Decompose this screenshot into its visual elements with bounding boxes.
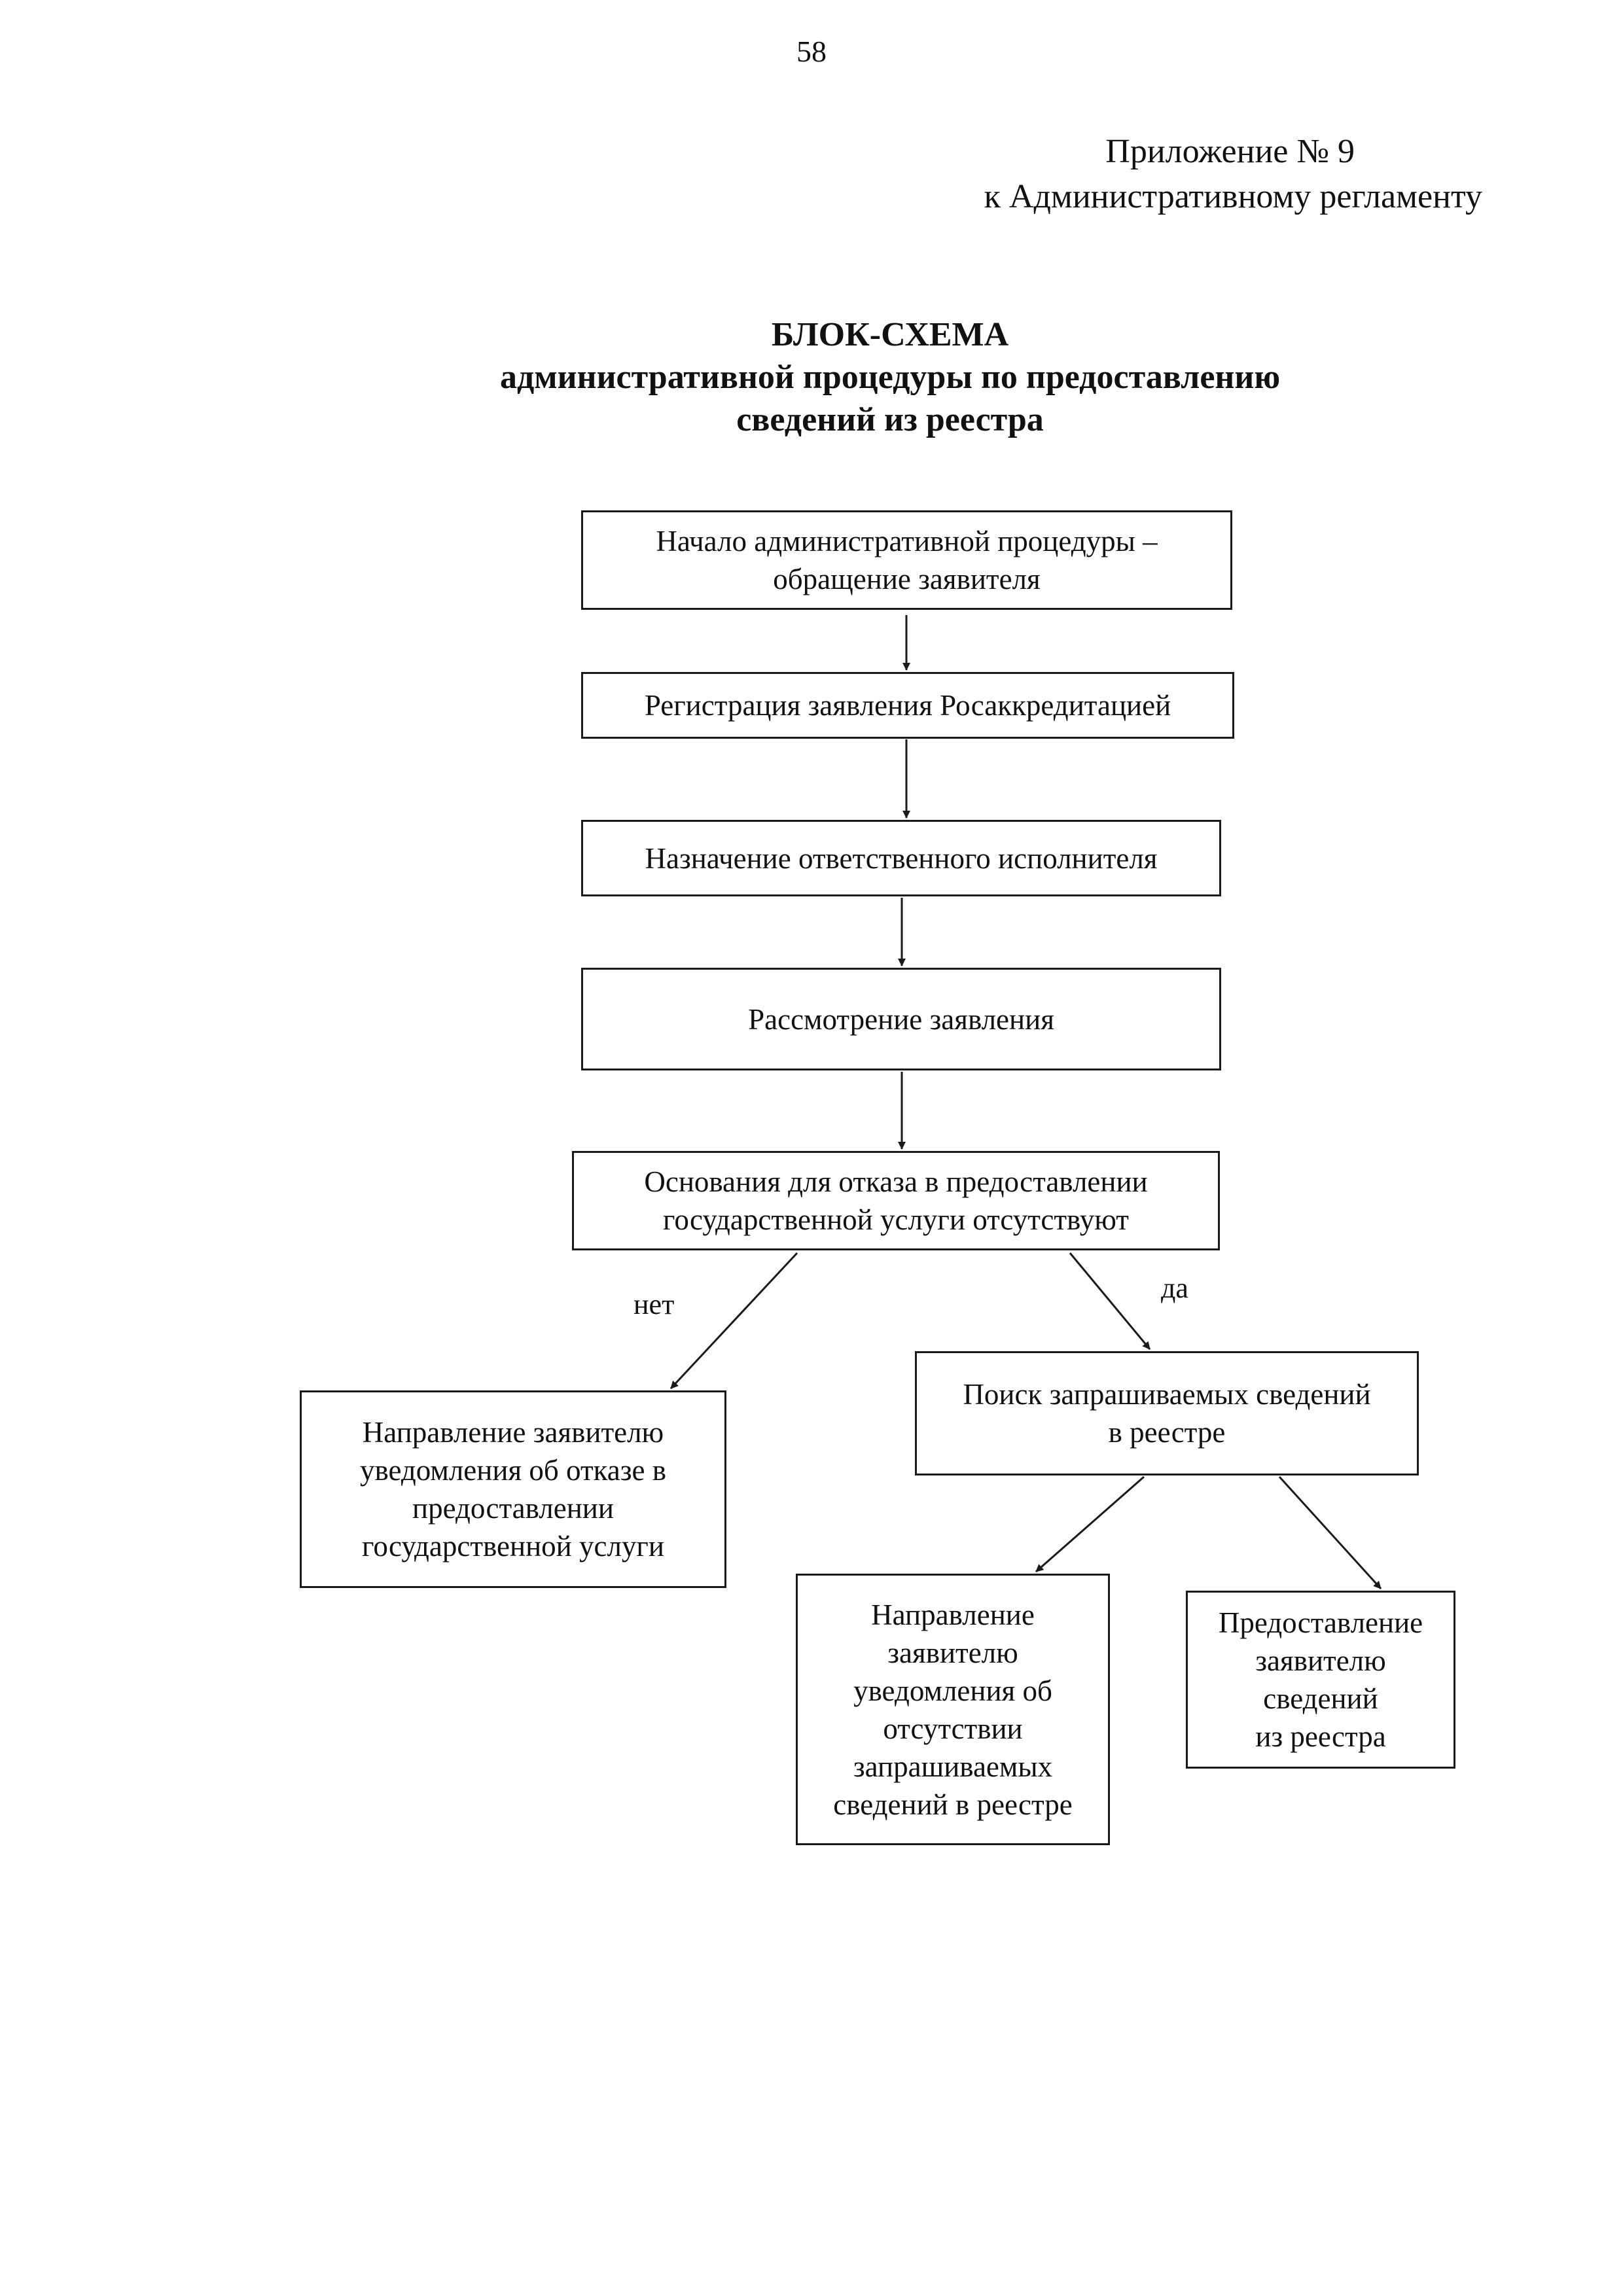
node-decision: Основания для отказа в предоставлении го… [572, 1151, 1220, 1250]
page-number: 58 [796, 35, 827, 68]
arrow-search-to-provide [1278, 1475, 1382, 1590]
node-provide: Предоставление заявителю сведений из рее… [1186, 1591, 1455, 1769]
appendix-number: Приложение № 9 [1105, 133, 1355, 170]
node-start: Начало административной процедуры – обра… [581, 510, 1232, 610]
diagram-subtitle-line1: административной процедуры по предоставл… [499, 359, 1281, 396]
diagram-subtitle-line2: сведений из реестра [736, 401, 1044, 438]
arrow-decision-to-refusal [669, 1252, 798, 1390]
arrow-decision-to-search [1069, 1252, 1151, 1350]
node-assignment: Назначение ответственного исполнителя [581, 820, 1221, 896]
edge-label-no: нет [633, 1288, 675, 1320]
arrow-search-to-absence [1035, 1475, 1145, 1573]
appendix-reference: к Административному регламенту [984, 178, 1482, 215]
node-absence: Направление заявителю уведомления об отс… [796, 1574, 1110, 1845]
node-registration: Регистрация заявления Росаккредитацией [581, 672, 1234, 739]
node-refusal: Направление заявителю уведомления об отк… [300, 1390, 726, 1588]
diagram-title: БЛОК-СХЕМА [771, 316, 1009, 353]
node-search: Поиск запрашиваемых сведений в реестре [915, 1351, 1419, 1475]
edge-label-yes: да [1161, 1272, 1188, 1304]
node-review: Рассмотрение заявления [581, 968, 1221, 1070]
